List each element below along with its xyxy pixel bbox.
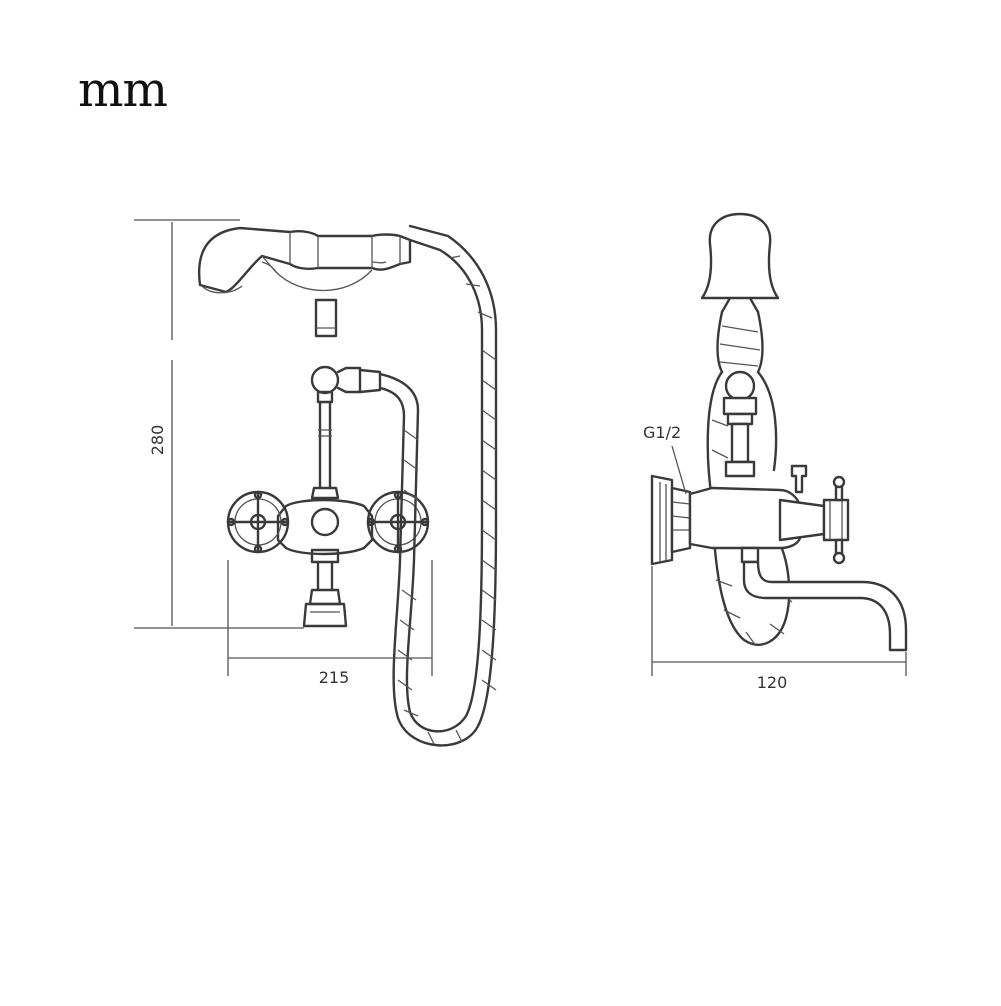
thread-size-label: G1/2 [643,423,681,442]
valve-stem-side [722,370,758,478]
faucet-body [226,490,430,628]
shower-head-side [700,212,780,314]
dimension-lines-front [134,219,433,676]
dimension-width-label: 215 [319,668,350,687]
thread-leader-line [671,445,687,495]
body-side [650,464,850,566]
hand-shower [198,226,412,338]
shower-hose [378,224,498,747]
dimension-depth-label: 120 [757,673,788,692]
side-view: G1/2 120 [643,212,908,692]
riser-pipe [310,365,382,500]
dimension-lines-side [651,566,907,676]
front-view: 280 215 [134,219,498,747]
unit-label: mm [78,62,168,118]
spout-side [742,560,908,652]
dimension-height-label: 280 [148,425,167,456]
shower-hose-side [706,310,793,647]
